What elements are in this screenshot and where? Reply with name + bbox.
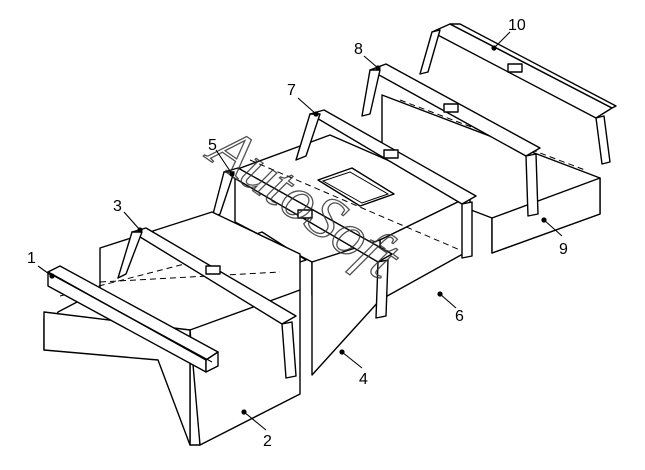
callout-7: 7 — [287, 82, 319, 117]
callout-2: 2 — [241, 409, 272, 450]
frame-10 — [419, 23, 617, 165]
callout-label-5: 5 — [208, 137, 217, 154]
callout-5: 5 — [208, 137, 235, 177]
callout-8: 8 — [354, 41, 381, 71]
floor-panel-9 — [381, 94, 601, 254]
frame-5 — [211, 167, 393, 319]
callout-9: 9 — [541, 217, 568, 258]
callout-4: 4 — [339, 349, 368, 388]
callout-label-1: 1 — [27, 250, 36, 267]
callout-label-2: 2 — [263, 433, 272, 450]
callout-3: 3 — [113, 198, 143, 233]
callout-label-7: 7 — [287, 82, 296, 99]
access-hatch-upper — [317, 167, 395, 207]
callout-label-8: 8 — [354, 41, 363, 58]
callout-6: 6 — [437, 291, 464, 325]
callout-10: 10 — [491, 17, 526, 51]
callout-label-10: 10 — [508, 17, 526, 34]
rail-1 — [47, 265, 219, 373]
callout-1: 1 — [27, 250, 55, 279]
callout-label-3: 3 — [113, 198, 122, 215]
callout-label-6: 6 — [455, 308, 464, 325]
callout-label-9: 9 — [559, 241, 568, 258]
callout-label-4: 4 — [359, 371, 368, 388]
